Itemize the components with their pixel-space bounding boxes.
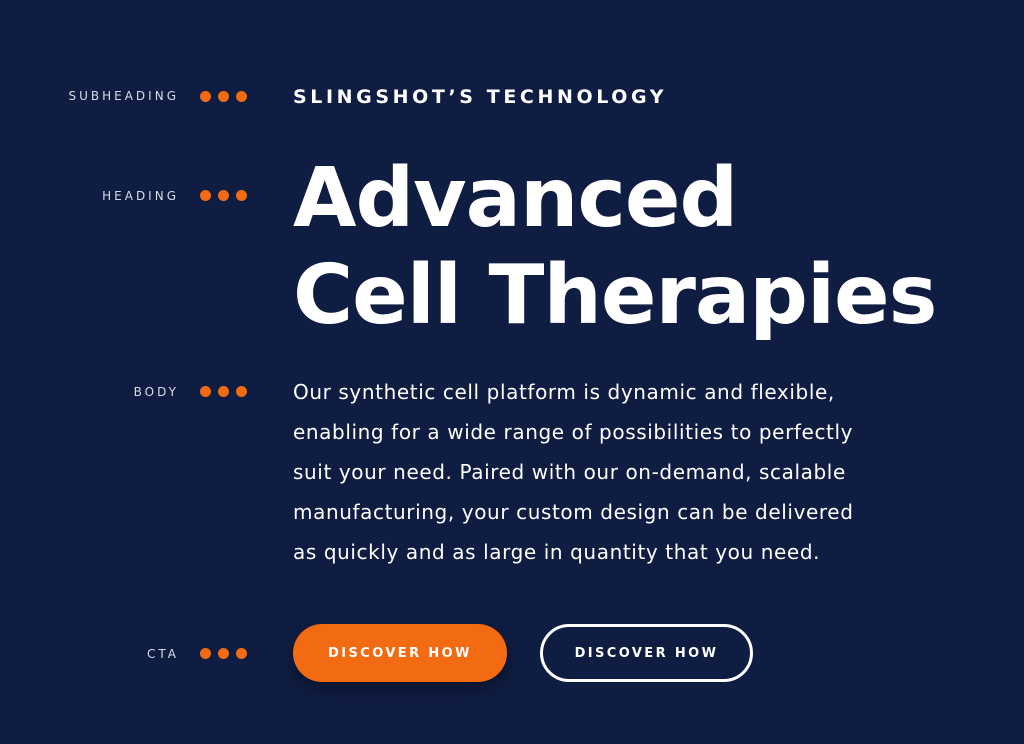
dot-icon [218, 90, 229, 102]
dot-icon [218, 189, 229, 201]
dot-icon [236, 647, 247, 659]
annotation-dots-heading [200, 189, 256, 201]
body-paragraph: Our synthetic cell platform is dynamic a… [293, 372, 973, 572]
dot-icon [236, 385, 247, 397]
page-title-line: Cell Therapies [293, 248, 937, 343]
dot-icon [236, 189, 247, 201]
annotation-dots-cta [200, 647, 256, 659]
page-title: Advanced Cell Therapies [293, 150, 993, 344]
page-title-line: Advanced [293, 151, 738, 246]
discover-how-primary-button[interactable]: DISCOVER HOW [293, 624, 507, 682]
subheading: SLINGSHOT’S TECHNOLOGY [293, 86, 668, 108]
body-line: suit your need. Paired with our on-deman… [293, 460, 846, 484]
dot-icon [200, 385, 211, 397]
discover-how-secondary-button[interactable]: DISCOVER HOW [540, 624, 753, 682]
body-line: as quickly and as large in quantity that… [293, 540, 821, 564]
dot-icon [218, 647, 229, 659]
annotation-dots-subheading [200, 90, 256, 102]
annotation-label-heading: HEADING [102, 189, 179, 203]
dot-icon [236, 90, 247, 102]
annotation-dots-body [200, 385, 256, 397]
dot-icon [200, 647, 211, 659]
dot-icon [200, 90, 211, 102]
dot-icon [218, 385, 229, 397]
annotation-label-subheading: SUBHEADING [68, 89, 179, 103]
body-line: Our synthetic cell platform is dynamic a… [293, 380, 835, 404]
body-line: manufacturing, your custom design can be… [293, 500, 854, 524]
annotation-label-cta: CTA [147, 647, 179, 661]
body-line: enabling for a wide range of possibiliti… [293, 420, 854, 444]
annotation-label-body: BODY [133, 385, 179, 399]
dot-icon [200, 189, 211, 201]
